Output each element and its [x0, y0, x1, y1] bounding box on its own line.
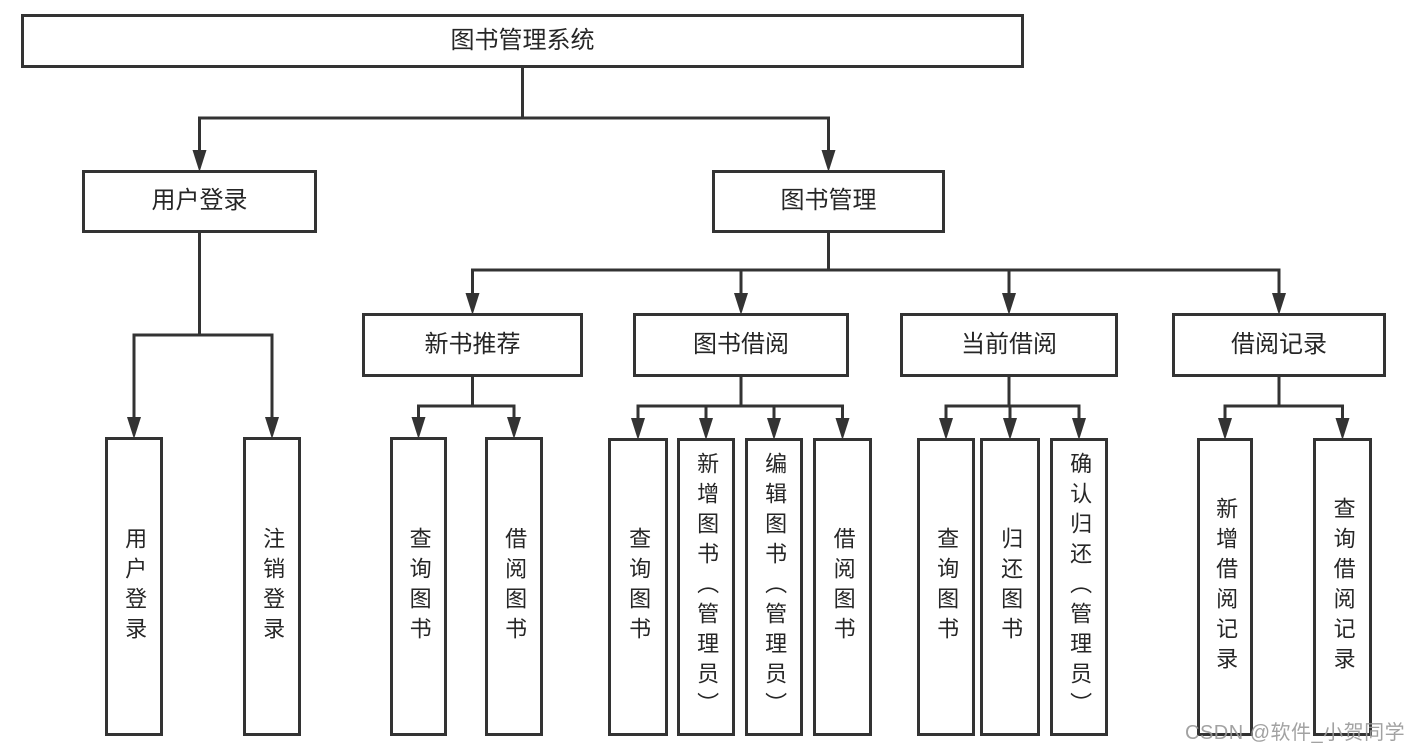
node-label: 用户登录	[122, 526, 148, 647]
node-label: 图书管理	[780, 187, 877, 215]
node-nbr-query: 查询图书	[390, 437, 447, 736]
node-cb-return: 归还图书	[980, 438, 1040, 736]
node-br-add: 新增借阅记录	[1197, 438, 1253, 736]
node-label: 查询图书	[934, 527, 960, 647]
node-label: 新增图书（管理员）	[694, 452, 720, 722]
node-bb-query: 查询图书	[608, 438, 668, 736]
node-label: 查询借阅记录	[1330, 497, 1356, 677]
node-new-book-rec: 新书推荐	[362, 313, 583, 377]
node-current-borrow: 当前借阅	[900, 313, 1118, 377]
node-nbr-borrow: 借阅图书	[485, 437, 543, 736]
node-login: 用户登录	[105, 437, 163, 736]
node-label: 当前借阅	[961, 330, 1057, 358]
node-label: 归还图书	[998, 527, 1024, 647]
node-book-mgmt: 图书管理	[712, 170, 945, 233]
watermark: CSDN @软件_小贺同学	[1185, 722, 1405, 744]
node-label: 新增借阅记录	[1213, 497, 1239, 677]
node-logout: 注销登录	[243, 437, 301, 736]
node-label: 借阅记录	[1231, 330, 1327, 358]
node-cb-confirm: 确认归还（管理员）	[1050, 438, 1108, 736]
node-book-borrow: 图书借阅	[633, 313, 849, 377]
node-label: 图书管理系统	[450, 26, 595, 54]
node-label: 编辑图书（管理员）	[762, 452, 788, 722]
node-label: 用户登录	[151, 187, 248, 215]
node-label: 注销登录	[260, 526, 286, 647]
node-root: 图书管理系统	[21, 14, 1024, 68]
node-label: 查询图书	[626, 527, 652, 647]
node-bb-borrow: 借阅图书	[813, 438, 872, 736]
node-label: 查询图书	[406, 526, 432, 647]
node-label: 借阅图书	[830, 527, 856, 647]
node-user-login: 用户登录	[82, 170, 317, 233]
node-cb-query: 查询图书	[917, 438, 975, 736]
node-label: 确认归还（管理员）	[1067, 452, 1093, 722]
node-bb-edit: 编辑图书（管理员）	[745, 438, 803, 736]
node-borrow-record: 借阅记录	[1172, 313, 1386, 377]
node-label: 图书借阅	[693, 330, 789, 358]
node-label: 新书推荐	[424, 330, 521, 358]
node-br-query: 查询借阅记录	[1313, 438, 1372, 736]
node-bb-add: 新增图书（管理员）	[677, 438, 735, 736]
node-label: 借阅图书	[502, 526, 528, 647]
